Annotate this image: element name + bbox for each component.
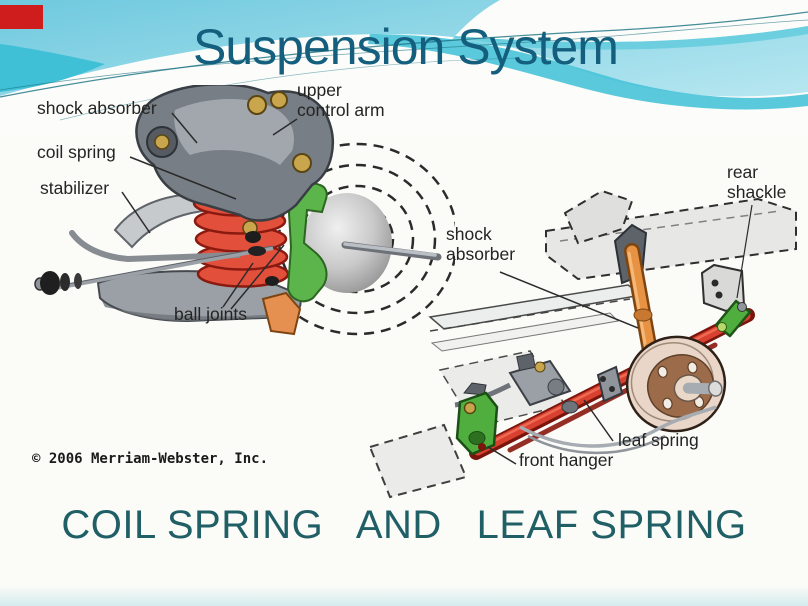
corner-red-mark xyxy=(0,5,43,29)
top-nut-1 xyxy=(247,95,267,115)
shackle-bracket-hole-1 xyxy=(711,279,719,287)
leader-lines-right xyxy=(487,204,753,465)
cyan-stripe-upper xyxy=(450,26,808,50)
spring-eye xyxy=(478,443,486,451)
spring-bump-1 xyxy=(561,400,579,414)
front-hanger-fitting xyxy=(463,382,487,396)
label-upper-control-arm-line2: control arm xyxy=(297,100,385,120)
lower-control-arm-shade xyxy=(102,301,287,321)
axle-shaft-highlight xyxy=(343,242,437,257)
shock-body xyxy=(626,245,656,357)
frame-rail-upper xyxy=(545,197,797,281)
bottom-caption: COIL SPRING AND LEAF SPRING xyxy=(61,503,747,547)
cyan-stripe-right xyxy=(368,34,808,110)
brake-pipe-1 xyxy=(519,405,717,448)
brake-pipe-2 xyxy=(527,434,666,455)
steering-knuckle xyxy=(286,180,328,303)
thin-wave-line-1 xyxy=(0,11,808,98)
thin-wave-line-2 xyxy=(0,19,808,91)
frame-ghost-bottom-left xyxy=(368,423,468,499)
label-rear-shackle-line1: rear xyxy=(727,162,759,182)
leaf-spring-diagram xyxy=(368,189,797,499)
shock-collar xyxy=(633,308,653,322)
coil-spring-diagram xyxy=(34,85,455,336)
label-rear-shackle-line2: shackle xyxy=(727,182,787,202)
tie-rod-edge xyxy=(55,245,274,287)
ball-joint-mid xyxy=(248,246,266,256)
page-title: Suspension System xyxy=(193,19,619,75)
clamp-bolt-1 xyxy=(600,376,606,382)
orange-bracket xyxy=(261,291,302,336)
label-shock-absorber-rear: shock absorber xyxy=(446,224,515,264)
frame-crossmember xyxy=(563,189,634,245)
bushing-nut xyxy=(154,134,170,150)
frame-rail-inner-line xyxy=(559,210,781,242)
shackle-bracket-hole-2 xyxy=(715,291,723,299)
label-coil-spring: coil spring xyxy=(37,142,116,162)
clamp-bolt-2 xyxy=(609,386,615,392)
copyright-note: © 2006 Merriam-Webster, Inc. xyxy=(32,451,269,467)
top-nut-2 xyxy=(270,91,288,109)
cyan-wedge-left xyxy=(0,44,105,92)
shock-body-highlight xyxy=(627,251,648,351)
bottom-decor-band xyxy=(0,586,808,606)
leader-lines-left xyxy=(121,112,298,310)
label-ball-joints: ball joints xyxy=(174,304,247,324)
thin-wave-line-3 xyxy=(59,57,521,121)
label-rear-shackle: rear shackle xyxy=(727,162,786,202)
brake-drum xyxy=(625,335,727,433)
white-top-right-wedge xyxy=(455,0,808,42)
side-nut xyxy=(292,153,312,173)
shackle-bolt-2 xyxy=(737,302,747,312)
label-leaf-spring: leaf spring xyxy=(618,430,699,450)
stabilizer-bar xyxy=(69,230,241,263)
label-front-hanger: front hanger xyxy=(519,450,614,470)
gear-box xyxy=(516,352,536,372)
axle-brass-fitting xyxy=(534,361,546,373)
ball-joint-lower xyxy=(265,276,279,286)
label-upper-control-arm-line1: upper xyxy=(297,80,342,100)
u-bolt-clamp xyxy=(596,365,624,403)
ball-joint-upper xyxy=(245,231,261,243)
label-shock-absorber: shock absorber xyxy=(37,98,157,118)
label-upper-control-arm: upper control arm xyxy=(297,80,385,120)
upper-assembly-highlight xyxy=(174,99,294,165)
label-shock-absorber-rear-line2: absorber xyxy=(446,244,516,264)
tie-rod-end-bushing-1 xyxy=(40,271,60,295)
front-hanger-bolt xyxy=(463,401,477,415)
tie-rod xyxy=(55,246,274,290)
front-hanger-hole xyxy=(468,431,486,445)
shackle-bolt-1 xyxy=(717,322,727,332)
label-shock-absorber-rear-line1: shock xyxy=(446,224,492,244)
frame-rail-lower-2 xyxy=(430,312,620,352)
tie-rod-end-bushing-3 xyxy=(74,273,82,289)
axle-joint xyxy=(547,378,565,396)
frame-rail-lower-dash xyxy=(429,298,631,332)
tie-rod-end-bushing-2 xyxy=(60,273,70,291)
label-stabilizer: stabilizer xyxy=(40,178,110,198)
